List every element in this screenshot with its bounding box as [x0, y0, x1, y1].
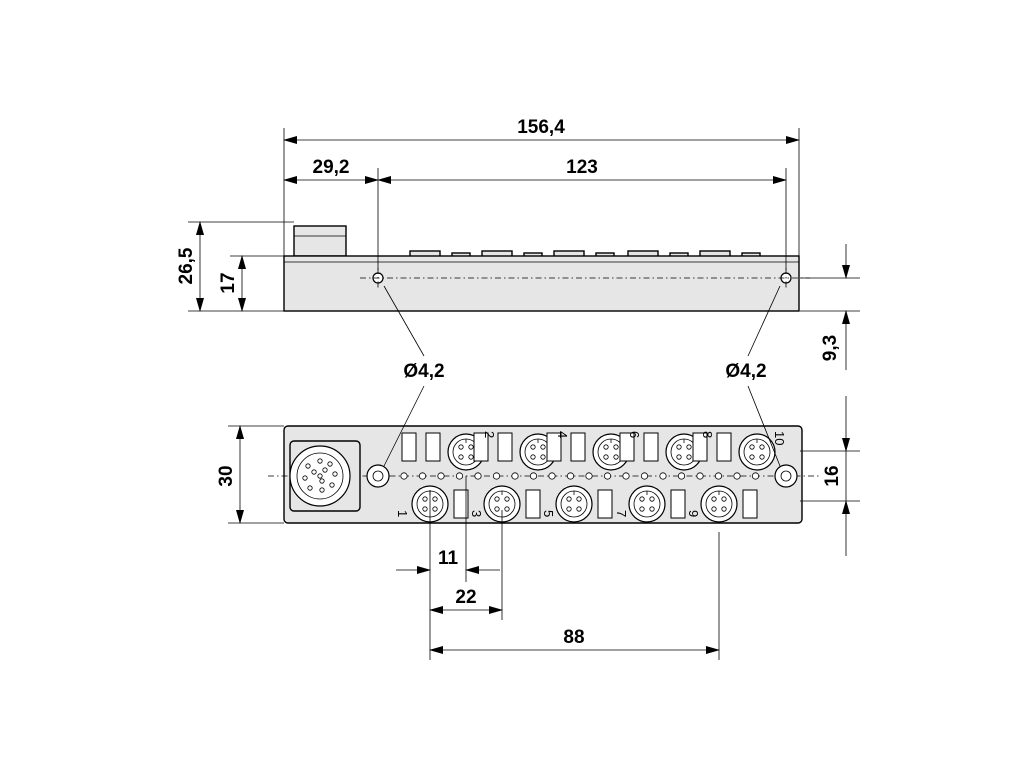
- bottom-port-3: [483, 485, 521, 523]
- led-row: [400, 472, 760, 480]
- top-status-window: [692, 432, 708, 462]
- port-label-7: 7: [614, 510, 629, 517]
- side-view: [283, 225, 810, 312]
- led-dot: [733, 472, 741, 480]
- port-label-10: 10: [772, 431, 787, 445]
- bottom-status-window: [453, 489, 469, 519]
- dim-port-pitch-half: 11: [438, 548, 459, 569]
- led-dot: [566, 472, 575, 480]
- dimension-lines: 156,4 29,2 123 26,5 17 9,3 Ø4,2 Ø4,2 30: [176, 117, 860, 660]
- port-label-1: 1: [395, 510, 410, 517]
- bottom-port-7: [628, 485, 666, 523]
- top-status-window: [546, 432, 562, 462]
- led-dot: [696, 472, 704, 480]
- top-status-window: [716, 432, 732, 462]
- port-label-3: 3: [469, 510, 484, 517]
- port-label-6: 6: [627, 431, 642, 438]
- top-status-window: [473, 432, 489, 462]
- top-hole-right: [774, 464, 798, 488]
- bottom-status-window: [525, 489, 541, 519]
- led-dot: [603, 472, 612, 480]
- dim-hole-spacing: 123: [566, 157, 598, 178]
- dim-body-height: 17: [218, 272, 239, 293]
- bottom-port-9: [700, 485, 738, 523]
- dim-width: 30: [216, 465, 237, 486]
- led-dot: [437, 472, 445, 480]
- main-connector: [289, 440, 361, 512]
- top-status-window: [425, 432, 441, 462]
- top-port-10: [738, 433, 776, 471]
- led-dot: [751, 472, 760, 480]
- top-status-window: [401, 432, 417, 462]
- led-dot: [640, 472, 649, 480]
- led-dot: [677, 472, 686, 480]
- led-dot: [714, 472, 723, 480]
- side-body: [283, 255, 800, 312]
- led-dot: [474, 472, 482, 480]
- dim-hole-diameter-left: Ø4,2: [403, 361, 444, 382]
- side-connector: [293, 225, 347, 257]
- bottom-status-window: [742, 489, 758, 519]
- port-label-8: 8: [700, 431, 715, 438]
- port-label-9: 9: [686, 510, 701, 517]
- led-dot: [418, 472, 427, 480]
- led-dot: [400, 472, 408, 480]
- dim-port-span: 88: [563, 627, 584, 648]
- dim-total-height: 26,5: [176, 247, 197, 284]
- dim-port-pitch: 22: [455, 587, 476, 608]
- bottom-status-window: [670, 489, 686, 519]
- bottom-port-5: [555, 485, 593, 523]
- led-dot: [492, 472, 501, 480]
- port-label-5: 5: [541, 510, 556, 517]
- top-status-window: [570, 432, 586, 462]
- dim-connector-offset: 29,2: [313, 157, 350, 178]
- top-view: 2 4 6 8 10 1 3 5 7 9: [268, 425, 820, 524]
- dim-hole-height: 9,3: [820, 335, 841, 361]
- top-status-window: [497, 432, 513, 462]
- top-hole-left: [366, 464, 390, 488]
- dim-hole-diameter-right: Ø4,2: [725, 361, 766, 382]
- top-status-window: [619, 432, 635, 462]
- bottom-port-row: [411, 485, 758, 523]
- dim-overall-length: 156,4: [517, 117, 565, 138]
- port-label-2: 2: [482, 431, 497, 438]
- top-port-row: [401, 432, 776, 471]
- led-dot: [455, 472, 464, 480]
- dim-hole-row-spacing: 16: [822, 465, 843, 486]
- led-dot: [585, 472, 593, 480]
- bottom-status-window: [597, 489, 613, 519]
- led-dot: [548, 472, 556, 480]
- top-status-window: [643, 432, 659, 462]
- port-label-4: 4: [555, 431, 570, 438]
- led-dot: [529, 472, 538, 480]
- led-dot: [659, 472, 667, 480]
- led-dot: [511, 472, 519, 480]
- led-dot: [622, 472, 630, 480]
